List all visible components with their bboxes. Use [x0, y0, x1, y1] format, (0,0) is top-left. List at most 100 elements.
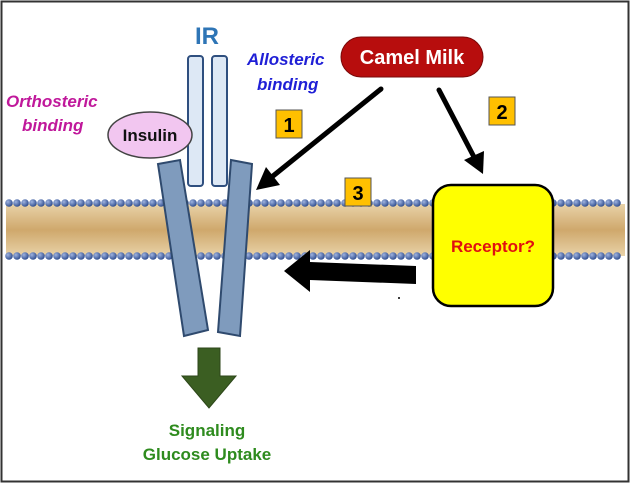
membrane-head-top: [293, 199, 301, 207]
membrane-head-bottom: [45, 252, 53, 260]
membrane-head-top: [573, 199, 581, 207]
membrane-head-bottom: [5, 252, 13, 260]
membrane-head-top: [413, 199, 421, 207]
membrane-head-bottom: [605, 252, 613, 260]
membrane-head-bottom: [253, 252, 261, 260]
membrane-head-top: [37, 199, 45, 207]
membrane-head-bottom: [325, 252, 333, 260]
membrane-head-top: [205, 199, 213, 207]
arrow-receptor-to-ir: [284, 250, 416, 292]
membrane-head-bottom: [149, 252, 157, 260]
orthosteric-label-line2: binding: [22, 116, 84, 135]
membrane-head-bottom: [421, 252, 429, 260]
receptor-label: Receptor?: [451, 237, 535, 256]
membrane-head-bottom: [309, 252, 317, 260]
stray-mark: [398, 297, 400, 299]
membrane-head-top: [325, 199, 333, 207]
membrane-head-bottom: [77, 252, 85, 260]
membrane-head-top: [77, 199, 85, 207]
membrane-head-bottom: [269, 252, 277, 260]
membrane-head-bottom: [613, 252, 621, 260]
camel-milk-label: Camel Milk: [360, 47, 465, 69]
membrane-head-top: [597, 199, 605, 207]
membrane-head-top: [133, 199, 141, 207]
membrane-head-top: [309, 199, 317, 207]
membrane-head-bottom: [573, 252, 581, 260]
membrane-head-bottom: [597, 252, 605, 260]
membrane-head-bottom: [37, 252, 45, 260]
membrane-head-top: [45, 199, 53, 207]
membrane-head-bottom: [85, 252, 93, 260]
orthosteric-label-line1: Orthosteric: [6, 92, 98, 111]
insulin-receptor: [156, 55, 254, 338]
signaling-label: Signaling: [169, 421, 246, 440]
membrane-head-bottom: [261, 252, 269, 260]
membrane-head-top: [5, 199, 13, 207]
membrane-head-bottom: [125, 252, 133, 260]
membrane-head-bottom: [245, 252, 253, 260]
membrane-head-bottom: [13, 252, 21, 260]
membrane-head-top: [189, 199, 197, 207]
allosteric-label-line2: binding: [257, 75, 319, 94]
membrane-head-bottom: [397, 252, 405, 260]
membrane-head-bottom: [365, 252, 373, 260]
membrane-head-bottom: [29, 252, 37, 260]
membrane-head-top: [141, 199, 149, 207]
ir-beta-subunit-left: [156, 158, 210, 338]
membrane-head-bottom: [557, 252, 565, 260]
membrane-head-bottom: [413, 252, 421, 260]
membrane-head-top: [389, 199, 397, 207]
insulin-ellipse: [107, 111, 193, 159]
membrane-head-top: [69, 199, 77, 207]
membrane-head-top: [93, 199, 101, 207]
step-number-1: 1: [283, 115, 294, 137]
membrane-head-top: [149, 199, 157, 207]
membrane-head-top: [253, 199, 261, 207]
membrane-head-top: [85, 199, 93, 207]
membrane-head-top: [125, 199, 133, 207]
membrane-head-top: [109, 199, 117, 207]
membrane-head-top: [13, 199, 21, 207]
membrane-head-bottom: [197, 252, 205, 260]
membrane-head-bottom: [317, 252, 325, 260]
step-box-1: 1: [275, 109, 303, 139]
signaling-arrow: [180, 347, 238, 409]
membrane-head-top: [261, 199, 269, 207]
ir-alpha-chain-left: [187, 55, 204, 187]
glucose-uptake-label: Glucose Uptake: [143, 445, 272, 464]
membrane-head-top: [269, 199, 277, 207]
ir-alpha-chain-right: [211, 55, 228, 187]
membrane-head-top: [117, 199, 125, 207]
ir-label: IR: [195, 23, 219, 50]
allosteric-label-line1: Allosteric: [246, 50, 325, 69]
membrane-head-bottom: [93, 252, 101, 260]
membrane-head-bottom: [277, 252, 285, 260]
membrane-head-bottom: [21, 252, 29, 260]
membrane-head-top: [605, 199, 613, 207]
step-box-2: 2: [488, 96, 516, 126]
membrane-head-top: [333, 199, 341, 207]
membrane-head-bottom: [341, 252, 349, 260]
membrane-head-bottom: [357, 252, 365, 260]
membrane-head-bottom: [133, 252, 141, 260]
membrane-head-bottom: [381, 252, 389, 260]
membrane-head-top: [213, 199, 221, 207]
membrane-head-top: [101, 199, 109, 207]
membrane-head-bottom: [69, 252, 77, 260]
membrane-head-top: [301, 199, 309, 207]
step-number-3: 3: [352, 183, 363, 205]
camel-milk-pill: [340, 36, 484, 78]
membrane-head-bottom: [61, 252, 69, 260]
arrow-receptor: [436, 87, 484, 174]
receptor-box: [431, 183, 555, 308]
membrane-head-top: [277, 199, 285, 207]
step-box-3: 3: [344, 177, 372, 207]
membrane-head-bottom: [53, 252, 61, 260]
membrane-head-top: [285, 199, 293, 207]
membrane-head-bottom: [213, 252, 221, 260]
membrane-head-bottom: [117, 252, 125, 260]
membrane-head-bottom: [293, 252, 301, 260]
membrane-head-top: [381, 199, 389, 207]
